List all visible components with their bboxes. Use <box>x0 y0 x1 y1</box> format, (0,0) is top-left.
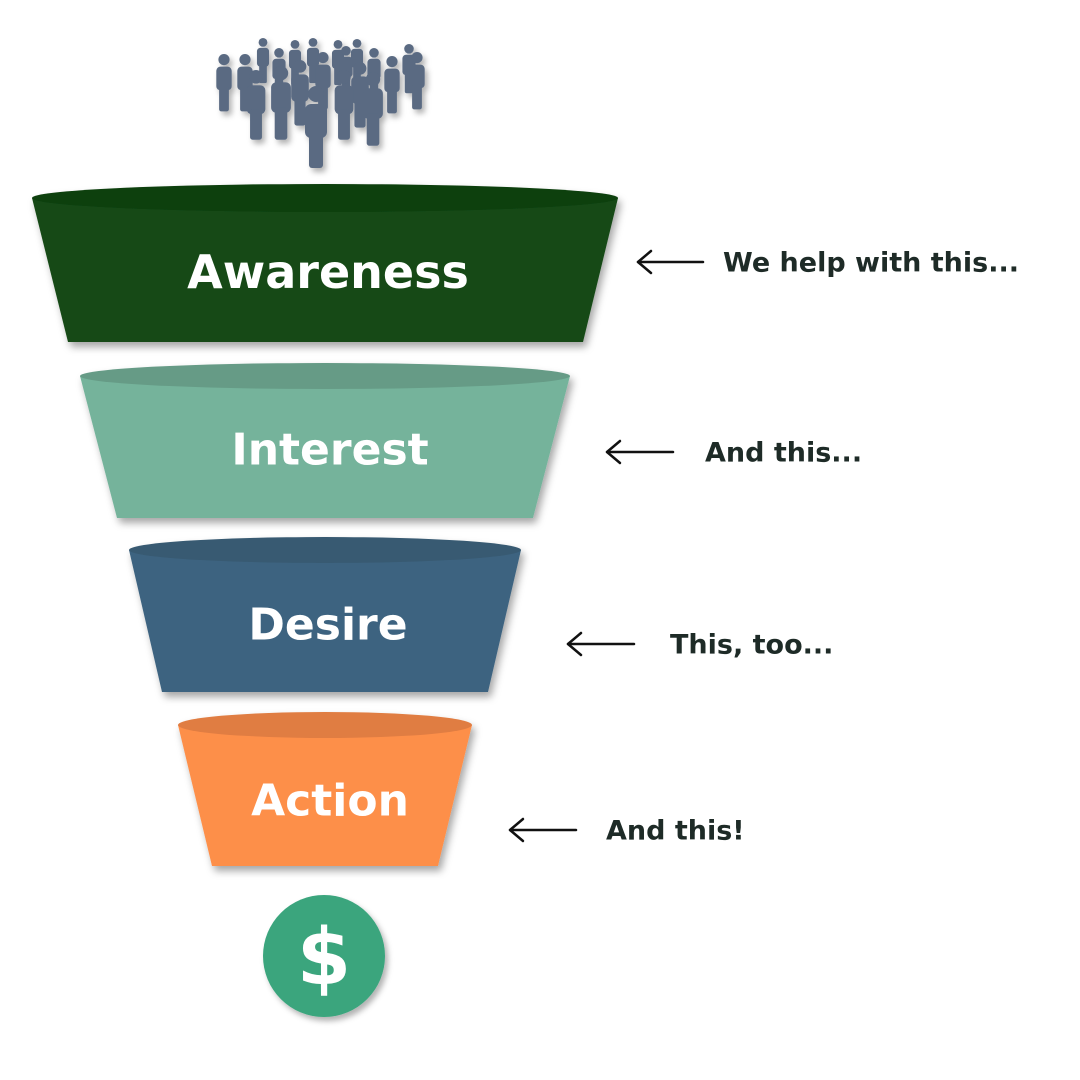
dollar-symbol: $ <box>297 913 351 1003</box>
funnel-stage-action: Action <box>178 712 472 866</box>
dollar-coin-icon: $ <box>263 895 385 1017</box>
note-interest: And this... <box>605 438 862 469</box>
person-icon <box>291 60 309 126</box>
person-icon <box>384 56 400 114</box>
note-text-desire: This, too... <box>670 630 833 661</box>
person-icon <box>334 70 354 140</box>
note-awareness: We help with this... <box>636 248 1019 279</box>
person-icon <box>305 86 327 168</box>
stage-label-awareness: Awareness <box>187 245 469 299</box>
left-arrow-icon <box>605 439 675 465</box>
person-icon <box>306 38 320 84</box>
stage-label-desire: Desire <box>248 600 407 651</box>
stage-label-interest: Interest <box>231 425 428 476</box>
note-text-action: And this! <box>606 816 745 847</box>
left-arrow-icon <box>566 631 636 657</box>
person-icon <box>363 72 383 146</box>
note-desire: This, too... <box>566 630 833 661</box>
person-icon <box>246 70 266 140</box>
left-arrow-icon <box>636 249 705 275</box>
person-icon <box>271 66 291 140</box>
left-arrow-icon <box>508 817 578 843</box>
person-icon <box>216 54 232 112</box>
note-action: And this! <box>508 816 745 847</box>
note-text-interest: And this... <box>705 438 862 469</box>
funnel-stage-awareness: Awareness <box>32 184 618 342</box>
crowd-icon <box>216 38 425 168</box>
note-text-awareness: We help with this... <box>723 248 1019 279</box>
stage-label-action: Action <box>251 776 409 827</box>
funnel-stage-desire: Desire <box>129 537 521 692</box>
person-icon <box>409 52 425 110</box>
funnel-stage-interest: Interest <box>80 363 570 518</box>
